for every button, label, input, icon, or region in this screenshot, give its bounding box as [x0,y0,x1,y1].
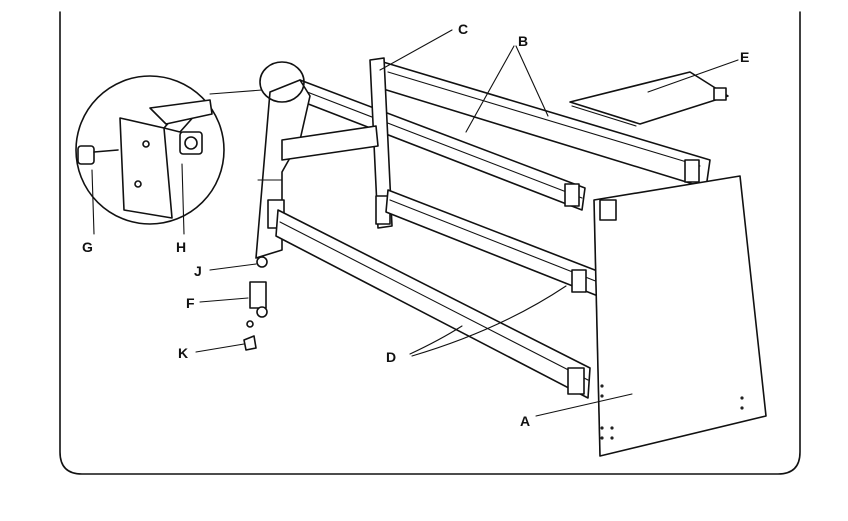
diagram-frame [59,11,801,475]
label-a: A [520,413,530,429]
part-e-plate [569,71,729,127]
hardware-stack [243,256,268,351]
label-e: E [740,49,749,65]
label-h: H [176,239,186,255]
leader-lines [91,29,739,417]
label-g: G [82,239,93,255]
label-k: K [178,345,188,361]
label-c: C [458,21,468,37]
right-end-panel [593,175,767,457]
label-b: B [518,33,528,49]
label-j: J [194,263,202,279]
back-left-leg [369,57,393,229]
label-d: D [386,349,396,365]
lower-front-rail [275,209,591,399]
detail-magnifier [75,61,305,225]
label-f: F [186,295,195,311]
